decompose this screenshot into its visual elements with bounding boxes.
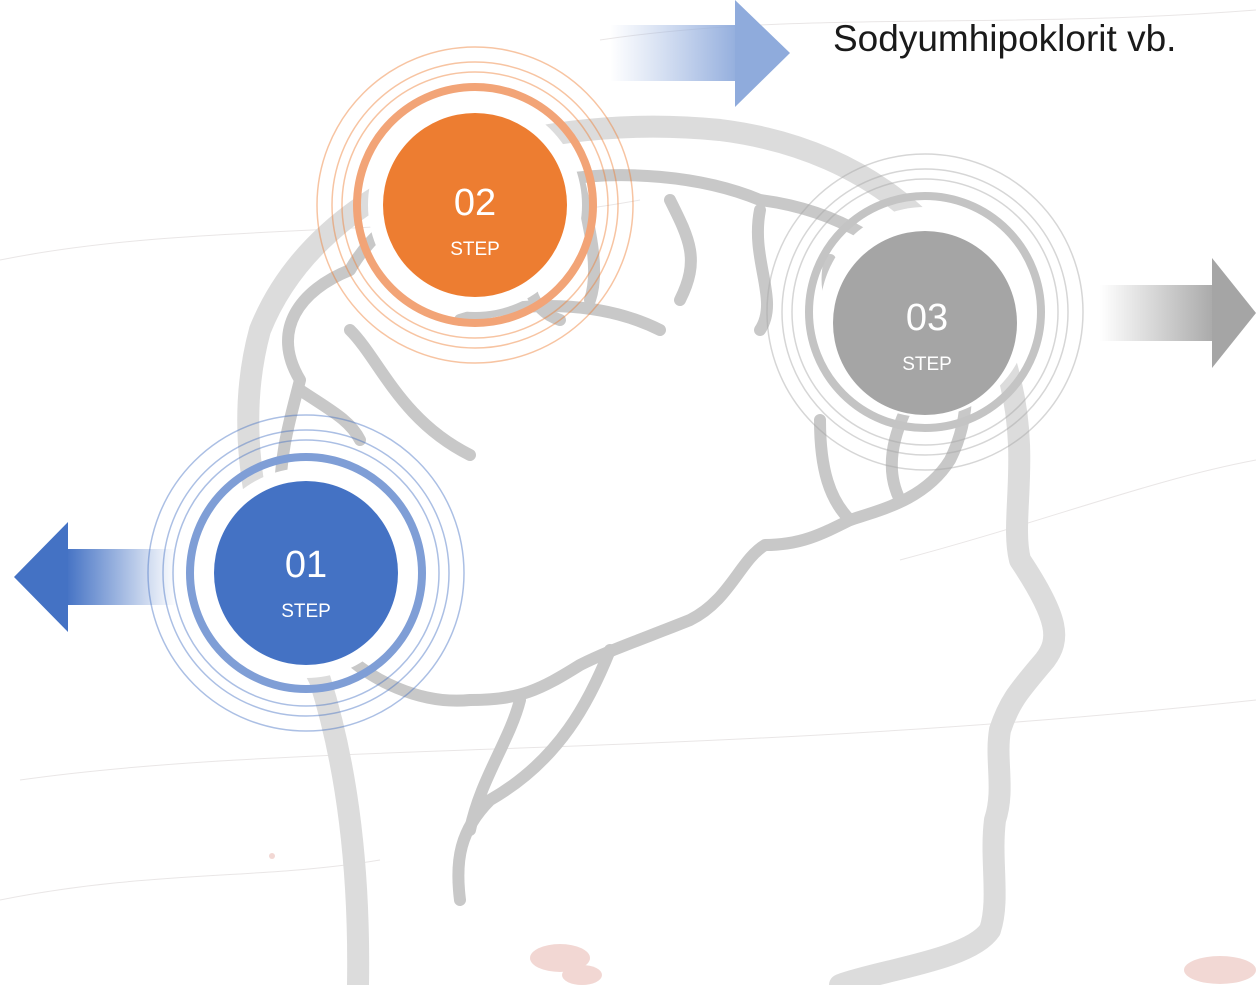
step-01-label: STEP [281, 601, 331, 622]
step-03-label: STEP [902, 354, 952, 375]
step-02-node: 02 STEP [316, 46, 634, 364]
step-03-number: 03 [906, 297, 948, 339]
brain-outline [272, 169, 973, 906]
step-02-number: 02 [454, 182, 496, 224]
ink-splatter [269, 853, 1256, 985]
step-01-node: 01 STEP [147, 414, 465, 732]
arrow-right-blue [610, 0, 790, 107]
step-03-node: 03 STEP [766, 153, 1084, 471]
arrow-left-blue [14, 522, 176, 632]
step-02-label: STEP [450, 239, 500, 260]
caption-text: Sodyumhipoklorit vb. [833, 18, 1177, 59]
arrow-right-gray [1100, 258, 1256, 368]
step-01-number: 01 [285, 544, 327, 586]
background-texture [0, 9, 1256, 901]
